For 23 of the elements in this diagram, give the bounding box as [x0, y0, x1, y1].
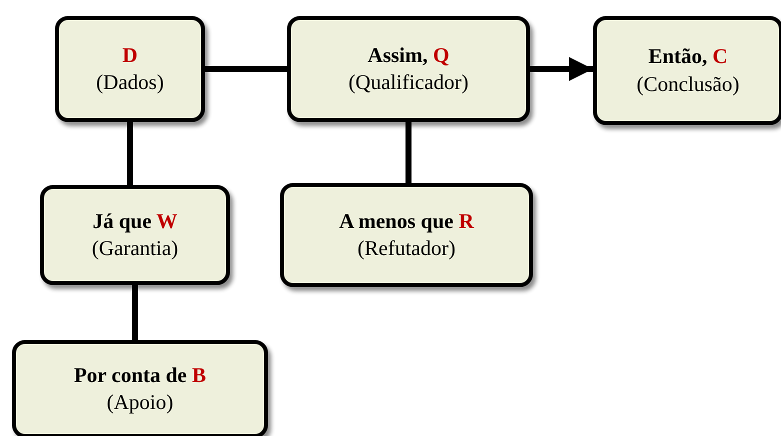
arrow — [530, 57, 593, 81]
node-heading: D — [122, 42, 138, 69]
node-label: (Qualificador) — [348, 69, 469, 96]
node-label: (Dados) — [96, 69, 164, 96]
process-box — [280, 183, 533, 287]
node-heading: Por conta de B — [74, 362, 206, 389]
node-label: (Conclusão) — [636, 70, 740, 98]
connector-line — [406, 122, 412, 183]
connector-line — [205, 66, 287, 72]
process-box — [40, 185, 230, 285]
process-box — [55, 16, 205, 122]
process-box — [593, 16, 781, 125]
node-label: (Refutador) — [358, 235, 456, 262]
node-heading: A menos que R — [339, 208, 474, 235]
process-box — [12, 340, 268, 436]
node-heading: Assim, Q — [368, 42, 450, 69]
node-label: (Garantia) — [92, 235, 178, 262]
process-box — [287, 16, 530, 122]
node-heading: Então, C — [648, 43, 728, 70]
connector-line — [127, 122, 133, 185]
node-label: (Apoio) — [106, 389, 174, 416]
node-heading: Já que W — [92, 208, 178, 235]
connector-line — [132, 285, 138, 340]
